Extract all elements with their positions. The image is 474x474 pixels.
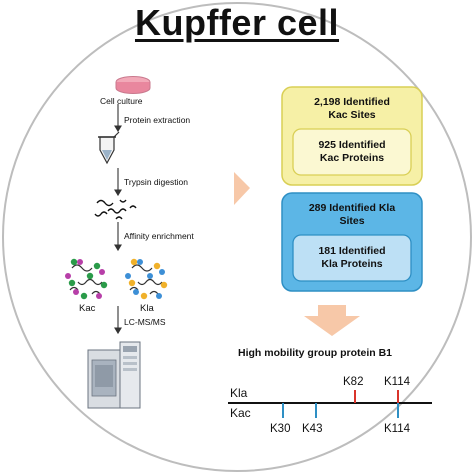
- page-title: Kupffer cell: [134, 2, 340, 43]
- tube-icon: [98, 131, 120, 165]
- condition-kac-label: Kac: [79, 303, 96, 314]
- kla-site-k82: K82: [343, 376, 364, 388]
- down-arrow-icon: [304, 305, 360, 336]
- kac-sites-text: 2,198 Identified Kac Sites: [282, 96, 422, 122]
- kla-proteins-text: 181 Identified Kla Proteins: [293, 245, 411, 271]
- kla-sites-caption: Sites: [339, 215, 365, 227]
- kac-cluster-icon: [65, 258, 108, 300]
- kac-site-k114: K114: [384, 423, 411, 435]
- mass-spectrometer-icon: [87, 341, 141, 409]
- kla-sites-text: 289 Identified Kla Sites: [282, 202, 422, 228]
- condition-kla-label: Kla: [140, 303, 154, 314]
- kla-site-k114: K114: [384, 376, 411, 388]
- kla-proteins-count: 181 Identified: [318, 245, 386, 257]
- step-lc-ms-ms: LC-MS/MS: [124, 317, 166, 327]
- kla-box: [281, 192, 423, 292]
- step-trypsin-digestion: Trypsin digestion: [124, 177, 188, 187]
- kac-proteins-count: 925 Identified: [318, 139, 386, 151]
- kac-site-k30: K30: [270, 423, 291, 435]
- kla-sites-count: 289 Identified Kla: [308, 202, 396, 214]
- kla-track-label: Kla: [230, 386, 248, 400]
- kac-sites-caption: Kac Sites: [328, 109, 376, 121]
- kac-proteins-text: 925 Identified Kac Proteins: [293, 139, 411, 165]
- right-arrow-icon: [234, 172, 250, 205]
- step-affinity-enrichment: Affinity enrichment: [124, 231, 194, 241]
- kac-track-label: Kac: [230, 406, 251, 420]
- workflow-arrows: [114, 104, 122, 335]
- protein-title: High mobility group protein B1: [238, 347, 392, 359]
- kac-box: [281, 86, 423, 186]
- kla-proteins-caption: Kla Proteins: [321, 258, 383, 270]
- kac-sites-count: 2,198 Identified: [314, 96, 390, 108]
- kac-site-k43: K43: [302, 423, 323, 435]
- peptides-icon: [94, 199, 137, 220]
- kla-cluster-icon: [125, 258, 168, 300]
- step-cell-culture: Cell culture: [100, 96, 143, 106]
- kac-proteins-caption: Kac Proteins: [319, 152, 385, 164]
- step-protein-extraction: Protein extraction: [124, 115, 191, 125]
- kac-site-ticks: [282, 403, 399, 418]
- kla-site-ticks: [354, 390, 399, 403]
- petri-dish-icon: [115, 76, 151, 94]
